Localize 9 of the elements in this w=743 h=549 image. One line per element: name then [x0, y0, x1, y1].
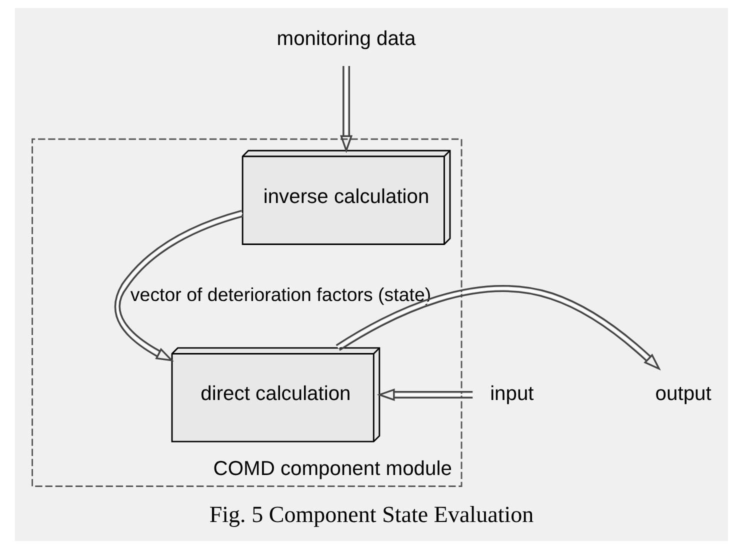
arrow: [376, 388, 473, 402]
edge-label: vector of deterioration factors (state): [130, 284, 432, 306]
node-text: monitoring data: [276, 28, 416, 50]
arrow: [336, 285, 661, 371]
node-text: output: [655, 383, 712, 406]
caption: Fig. 5 Component State Evaluation: [209, 500, 534, 527]
arrow: [340, 66, 353, 154]
arrow: [114, 210, 244, 362]
node-text: input: [490, 383, 534, 406]
